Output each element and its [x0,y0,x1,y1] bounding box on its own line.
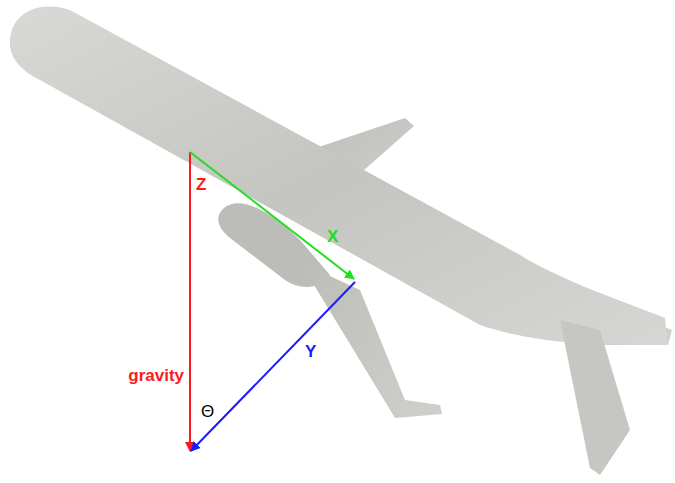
y-axis-vector [191,282,355,451]
axis-label: Z [196,176,206,193]
axis-label: X [327,228,338,245]
vector-label: gravity [128,367,184,384]
gravity-vector [189,152,191,451]
horizontal-stabilizer [560,320,630,475]
axis-label: Y [305,343,316,360]
near-wing [300,262,442,418]
x-axis-vector [190,152,354,279]
angle-label: Θ [201,403,214,420]
